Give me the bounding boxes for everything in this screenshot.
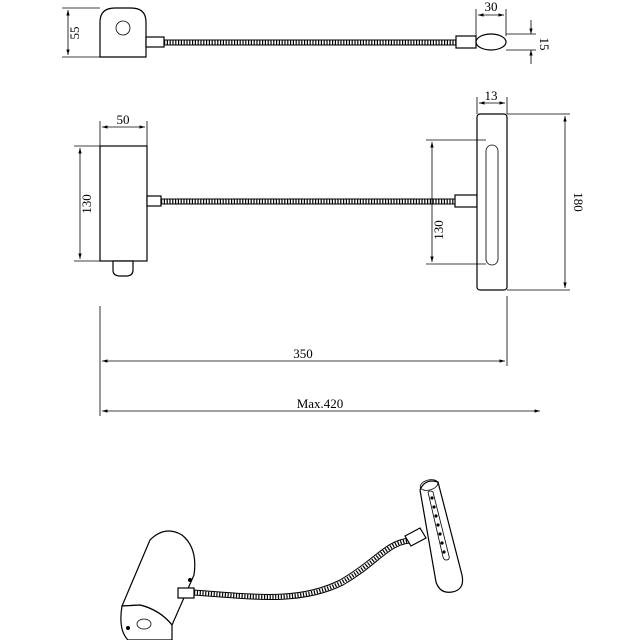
dim-head-length: 30 bbox=[485, 0, 498, 14]
dim-top-height: 55 bbox=[67, 27, 82, 40]
led-dots bbox=[430, 496, 446, 554]
front-base-knob bbox=[112, 260, 134, 277]
dim-max-length: Max.420 bbox=[297, 396, 344, 411]
perspective-gooseneck bbox=[193, 538, 411, 599]
dim-arm-length: 350 bbox=[293, 346, 313, 361]
dim-head-height: 15 bbox=[537, 38, 552, 51]
dim-head-inner: 130 bbox=[431, 220, 446, 240]
top-head-connector bbox=[455, 35, 477, 49]
top-lamp-head bbox=[475, 33, 507, 51]
perspective-head-connector bbox=[404, 527, 427, 547]
front-collar bbox=[146, 195, 162, 207]
top-base-mount bbox=[99, 7, 147, 58]
front-head-connector bbox=[454, 194, 478, 208]
top-view: 55 30 15 bbox=[62, 0, 552, 64]
front-lamp-head bbox=[476, 113, 508, 291]
led-window bbox=[485, 144, 499, 266]
perspective-collar bbox=[177, 587, 195, 599]
dim-base-height: 130 bbox=[79, 194, 94, 214]
front-view: 50 130 13 130 180 350 Max.420 bbox=[74, 88, 586, 416]
top-collar bbox=[145, 36, 165, 48]
perspective-lamp-head bbox=[419, 480, 464, 593]
perspective-view bbox=[120, 479, 464, 640]
dim-base-width: 50 bbox=[117, 112, 130, 127]
dim-head-total: 180 bbox=[571, 192, 586, 212]
front-base-box bbox=[99, 145, 148, 262]
perspective-mount-hole-icon bbox=[136, 618, 152, 630]
mount-hole-icon bbox=[115, 20, 131, 36]
dim-head-width: 13 bbox=[485, 88, 498, 103]
